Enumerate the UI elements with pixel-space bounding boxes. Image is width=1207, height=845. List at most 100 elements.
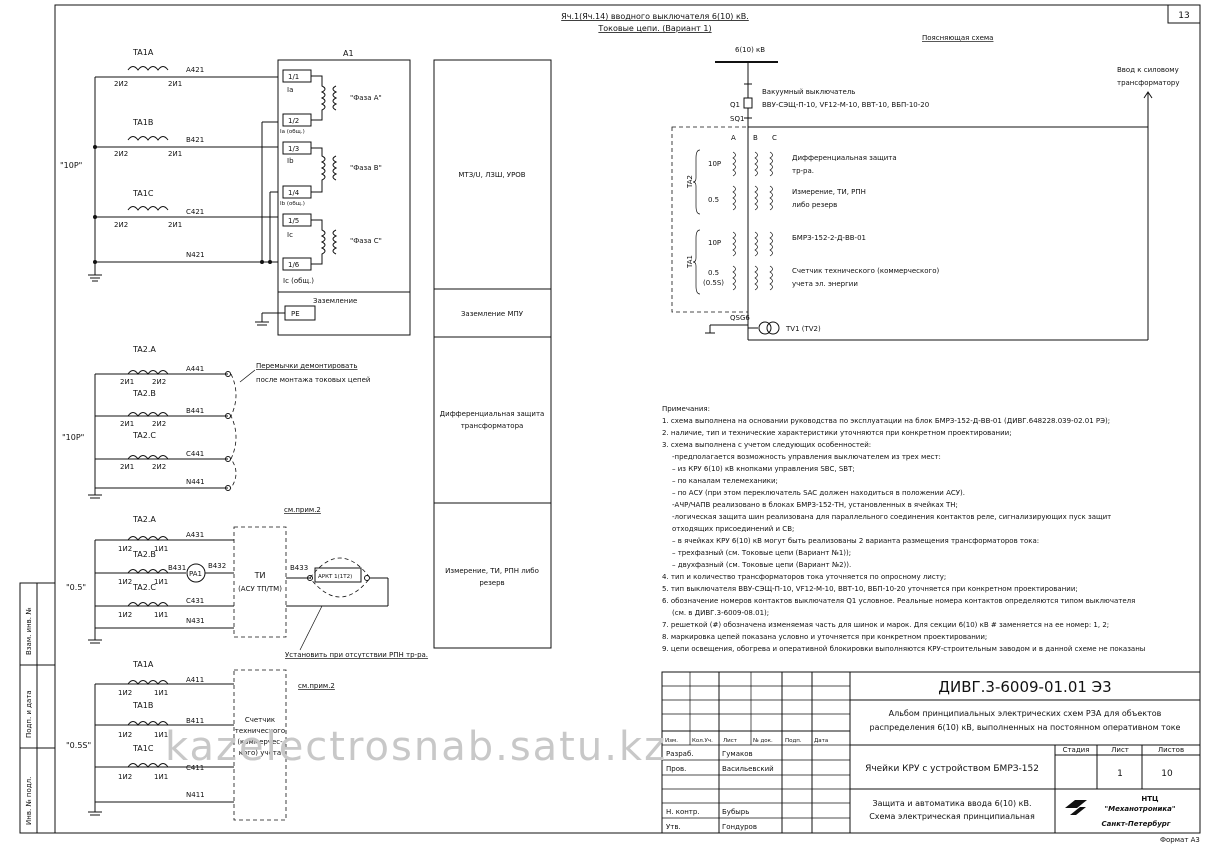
- svg-text:1И2: 1И2: [118, 578, 132, 586]
- ct-core-winding: [732, 231, 736, 257]
- svg-text:N411: N411: [186, 791, 205, 799]
- ct-group-1: "10Р" TA1A 2И2 2И1 A421 TA1B 2И2 2И1 B42…: [60, 48, 411, 336]
- ct-group-3: "0.5" TA2.A 1И2 1И1 A431 TA2.B 1И2 1И1 B…: [66, 506, 428, 659]
- svg-text:1/3: 1/3: [288, 145, 299, 153]
- note-line: – в ячейках КРУ 6(10) кВ могут быть реал…: [672, 537, 1039, 545]
- note-line: – двухфазный (см. Токовые цепи (Вариант …: [672, 561, 851, 569]
- svg-text:Изм.: Изм.: [665, 738, 678, 744]
- note-line: 2. наличие, тип и технические характерис…: [662, 429, 1012, 437]
- note-line: 5. тип выключателя ВВУ-СЭЩ-П-10, VF12-М-…: [662, 585, 1078, 593]
- svg-text:1И1: 1И1: [154, 689, 168, 697]
- svg-text:технического: технического: [235, 727, 285, 735]
- svg-text:TA1: TA1: [686, 255, 694, 269]
- sheet-frame: [54, 4, 1201, 834]
- svg-text:2И2: 2И2: [114, 221, 128, 229]
- note-line: отходящих присоединений и СВ;: [672, 525, 794, 533]
- ct-core-winding: [769, 185, 773, 211]
- svg-text:TA1C: TA1C: [132, 744, 154, 753]
- svg-text:"Фаза В": "Фаза В": [350, 164, 382, 172]
- svg-text:МТЗ/U, ЛЗШ, УРОВ: МТЗ/U, ЛЗШ, УРОВ: [458, 171, 525, 179]
- svg-text:TA1A: TA1A: [132, 660, 154, 669]
- note-line: 8. маркировка цепей показана условно и у…: [662, 633, 987, 641]
- side-stamp-inv: Инв. № подл.: [25, 777, 33, 825]
- svg-text:"10Р": "10Р": [62, 433, 84, 442]
- svg-text:1И2: 1И2: [118, 689, 132, 697]
- svg-text:резерв: резерв: [479, 579, 504, 587]
- svg-text:1/5: 1/5: [288, 217, 299, 225]
- svg-text:2И2: 2И2: [152, 420, 166, 428]
- svg-text:Ia (общ.): Ia (общ.): [280, 129, 305, 135]
- note-line: – трехфазный (см. Токовые цепи (Вариант …: [672, 549, 851, 557]
- svg-text:0.5: 0.5: [708, 269, 719, 277]
- svg-text:B431: B431: [168, 564, 186, 572]
- page-subtitle: Токовые цепи. (Вариант 1): [597, 24, 711, 33]
- meter-box: [233, 669, 287, 821]
- note-line: 9. цепи освещения, обогрева и оперативно…: [662, 645, 1145, 653]
- svg-text:TA2.C: TA2.C: [132, 583, 156, 592]
- ct-core-winding: [754, 185, 758, 211]
- svg-text:A431: A431: [186, 531, 204, 539]
- svg-text:2И2: 2И2: [152, 463, 166, 471]
- svg-text:TA2.A: TA2.A: [132, 345, 156, 354]
- note-line: -предполагается возможность управления в…: [672, 453, 941, 461]
- svg-text:Гумаков: Гумаков: [722, 750, 753, 758]
- note-line: -АЧР/ЧАПВ реализовано в блоках БМРЗ-152-…: [672, 501, 958, 509]
- svg-text:1И2: 1И2: [118, 773, 132, 781]
- core-class-label: "10Р": [60, 161, 82, 170]
- svg-text:Васильевский: Васильевский: [722, 765, 774, 773]
- svg-text:см.прим.2: см.прим.2: [284, 506, 321, 514]
- svg-text:БМРЗ-152-2-Д-ВВ-01: БМРЗ-152-2-Д-ВВ-01: [792, 234, 866, 242]
- svg-text:см.прим.2: см.прим.2: [298, 682, 335, 690]
- pe-terminal: PE: [291, 310, 300, 318]
- svg-text:Q1: Q1: [730, 101, 740, 109]
- svg-text:Кол.Уч.: Кол.Уч.: [692, 738, 713, 744]
- title-block: Изм. Кол.Уч. Лист № док. Подп. Дата Разр…: [661, 671, 1201, 834]
- svg-text:TA2.A: TA2.A: [132, 515, 156, 524]
- svg-text:Схема электрическая принципиал: Схема электрическая принципиальная: [869, 812, 1035, 821]
- ct-core-winding: [754, 151, 758, 177]
- svg-text:Альбом принципиальных электрич: Альбом принципиальных электрических схем…: [889, 709, 1162, 718]
- ct-core-winding: [732, 151, 736, 177]
- svg-text:10: 10: [1161, 769, 1173, 779]
- svg-text:Ввод к силовому: Ввод к силовому: [1117, 66, 1179, 74]
- svg-text:распределения 6(10) кВ, выполн: распределения 6(10) кВ, выполненных на п…: [870, 723, 1181, 732]
- svg-text:1И1: 1И1: [154, 773, 168, 781]
- svg-text:Защита и автоматика ввода 6(10: Защита и автоматика ввода 6(10) кВ.: [872, 799, 1031, 808]
- svg-text:Гондуров: Гондуров: [722, 823, 757, 831]
- svg-text:N431: N431: [186, 617, 205, 625]
- function-table: МТЗ/U, ЛЗШ, УРОВ Заземление МПУ Дифферен…: [433, 59, 552, 649]
- svg-text:Вакуумный выключатель: Вакуумный выключатель: [762, 88, 855, 96]
- note-line: 6. обозначение номеров контактов выключа…: [662, 597, 1135, 605]
- svg-text:C411: C411: [186, 764, 204, 772]
- svg-text:QSG6: QSG6: [730, 314, 750, 322]
- svg-text:Дата: Дата: [814, 738, 828, 744]
- svg-text:B: B: [753, 134, 758, 142]
- svg-text:2И1: 2И1: [168, 150, 182, 158]
- svg-text:1/4: 1/4: [288, 189, 300, 197]
- svg-text:SQ1: SQ1: [730, 115, 744, 123]
- sheet-number-box: [1167, 4, 1201, 24]
- svg-text:1И1: 1И1: [154, 545, 168, 553]
- notes-title: Примечания:: [662, 405, 710, 413]
- svg-text:1И1: 1И1: [154, 611, 168, 619]
- svg-text:Дифференциальная защита: Дифференциальная защита: [440, 410, 545, 418]
- svg-text:1И2: 1И2: [118, 611, 132, 619]
- svg-text:Разраб.: Разраб.: [666, 750, 694, 758]
- svg-text:либо резерв: либо резерв: [792, 201, 837, 209]
- ct-core-winding: [754, 231, 758, 257]
- svg-text:A441: A441: [186, 365, 204, 373]
- svg-text:Н. контр.: Н. контр.: [666, 808, 700, 816]
- svg-text:C441: C441: [186, 450, 204, 458]
- ct-group-2: "10Р" TA2.A 2И1 2И2 A441 TA2.B 2И1 2И2 B…: [62, 345, 370, 499]
- svg-text:C431: C431: [186, 597, 204, 605]
- ct-core-winding: [769, 265, 773, 291]
- svg-text:B432: B432: [208, 562, 226, 570]
- svg-text:TA1C: TA1C: [132, 189, 154, 198]
- svg-text:N441: N441: [186, 478, 205, 486]
- svg-text:(0.5S): (0.5S): [703, 279, 724, 287]
- subject: Ячейки КРУ с устройством БМРЗ-152: [865, 764, 1039, 774]
- svg-text:B433: B433: [290, 564, 308, 572]
- svg-text:Дифференциальная защита: Дифференциальная защита: [792, 154, 897, 162]
- svg-text:2И1: 2И1: [120, 420, 134, 428]
- svg-text:PA1: PA1: [189, 570, 202, 578]
